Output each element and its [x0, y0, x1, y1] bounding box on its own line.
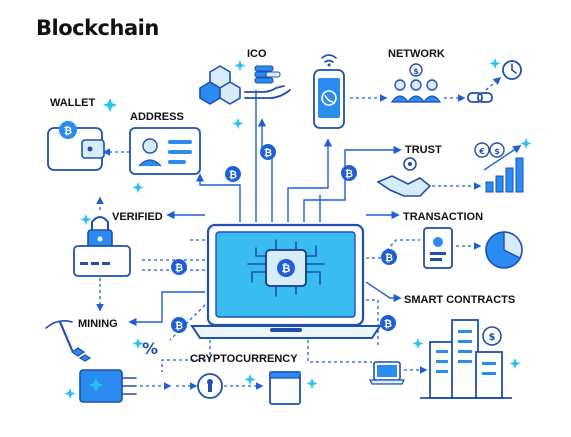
coin-symbol: ₿ — [385, 252, 393, 264]
dollar-circle-icon: $ — [482, 326, 502, 346]
label-mining: MINING — [78, 318, 118, 330]
sparkle-icon — [234, 60, 246, 71]
bitcoin-coin-icon: ₿ — [260, 144, 276, 160]
profile-document-icon — [423, 227, 453, 269]
id-card-icon — [129, 127, 201, 175]
handshake-icon — [376, 157, 432, 197]
bitcoin-coin-icon: ₿ — [171, 259, 187, 275]
bitcoin-coin-icon: ₿ — [341, 165, 357, 181]
bitcoin-coin-icon: ₿ — [380, 315, 396, 331]
wifi-icon — [321, 54, 337, 67]
label-wallet: WALLET — [50, 97, 95, 109]
book-icon — [269, 371, 301, 405]
growth-chart-icon — [483, 145, 524, 193]
coin-symbol: ₿ — [384, 318, 392, 330]
bitcoin-coin-icon: ₿ — [171, 317, 187, 333]
coin-symbol: ₿ — [175, 320, 183, 332]
card-terminal-icon — [73, 245, 131, 277]
coins-hand-icon — [244, 65, 291, 99]
sparkle-icon — [520, 138, 532, 149]
sparkle-icon — [306, 378, 318, 389]
small-laptop-icon — [369, 361, 405, 385]
smartphone-icon — [313, 69, 345, 129]
sparkle-icon — [132, 338, 144, 349]
sparkle-icon — [412, 338, 424, 349]
label-network: NETWORK — [388, 48, 445, 60]
sparkle-icon — [232, 118, 244, 129]
crypto-chip-board-icon — [79, 369, 137, 403]
sparkle-icon — [509, 358, 521, 369]
buildings-icon — [420, 319, 512, 399]
chain-link-icon — [467, 92, 493, 103]
sparkle-icon — [64, 388, 76, 399]
label-verified: VERIFIED — [112, 211, 163, 223]
pickaxe-icon — [45, 320, 92, 362]
lock-icon — [87, 216, 113, 251]
label-address: ADDRESS — [130, 111, 184, 123]
key-icon — [197, 373, 223, 399]
sparkle-icon — [103, 98, 117, 112]
bitcoin-coin-icon: ₿ — [225, 166, 241, 182]
label-ico: ICO — [247, 48, 267, 60]
sparkle-icon — [489, 58, 501, 69]
coin-symbol: ₿ — [229, 169, 237, 181]
coin-symbol: ₿ — [175, 262, 183, 274]
coins-icon: € $ — [474, 142, 505, 158]
clock-refresh-icon — [502, 60, 522, 80]
wallet-bitcoin-symbol: ₿ — [64, 125, 72, 137]
coin-symbol: ₿ — [345, 168, 353, 180]
smart-contract-dollar-symbol: $ — [489, 332, 496, 343]
sparkle-icon — [132, 182, 144, 193]
trust-euro-symbol: € — [478, 147, 485, 156]
label-trust: TRUST — [405, 144, 442, 156]
pie-chart-icon — [485, 231, 523, 269]
label-cryptocurrency: CRYPTOCURRENCY — [190, 353, 298, 365]
network-dollar-symbol: $ — [413, 67, 419, 76]
sparkle-icon — [80, 214, 92, 225]
processor-chip-icon: ₿ — [247, 239, 325, 297]
page-title: Blockchain — [36, 16, 159, 40]
people-network-icon: $ — [390, 63, 442, 103]
label-smart-contracts: SMART CONTRACTS — [404, 294, 515, 306]
percent-symbol: % — [142, 339, 158, 358]
wallet-icon: ₿ — [47, 121, 105, 171]
coin-symbol: ₿ — [264, 147, 272, 159]
bitcoin-coin-icon: ₿ — [381, 249, 397, 265]
label-transaction: TRANSACTION — [403, 211, 483, 223]
chip-bitcoin-symbol: ₿ — [282, 262, 291, 275]
trust-dollar-symbol: $ — [494, 147, 500, 156]
blocks-icon — [199, 65, 241, 105]
sparkle-icon — [244, 374, 256, 385]
